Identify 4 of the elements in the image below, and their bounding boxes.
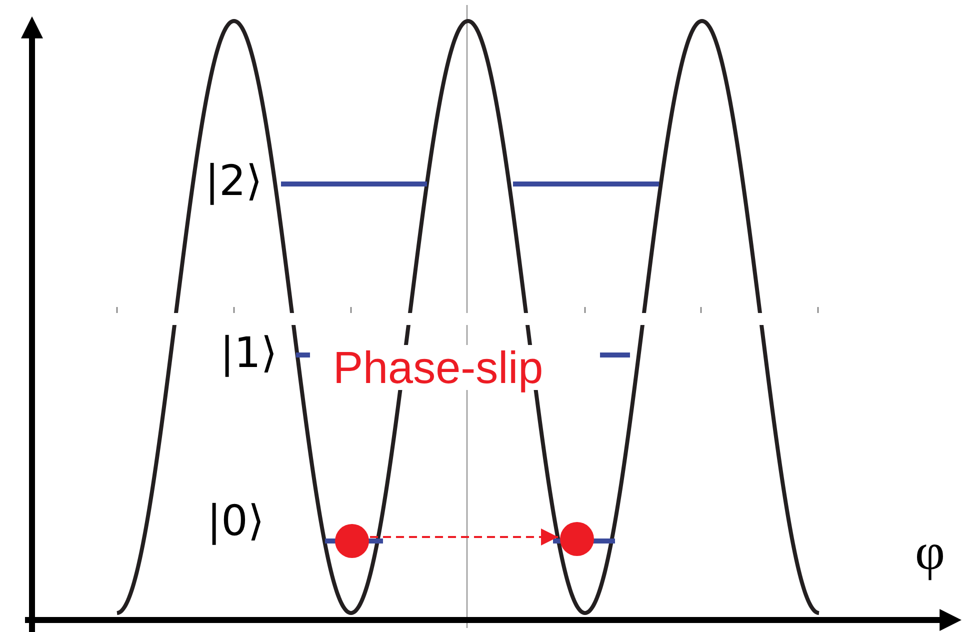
particle — [335, 524, 369, 558]
axis-label: φ — [915, 527, 946, 579]
particle — [560, 522, 594, 556]
arrow — [370, 528, 558, 546]
